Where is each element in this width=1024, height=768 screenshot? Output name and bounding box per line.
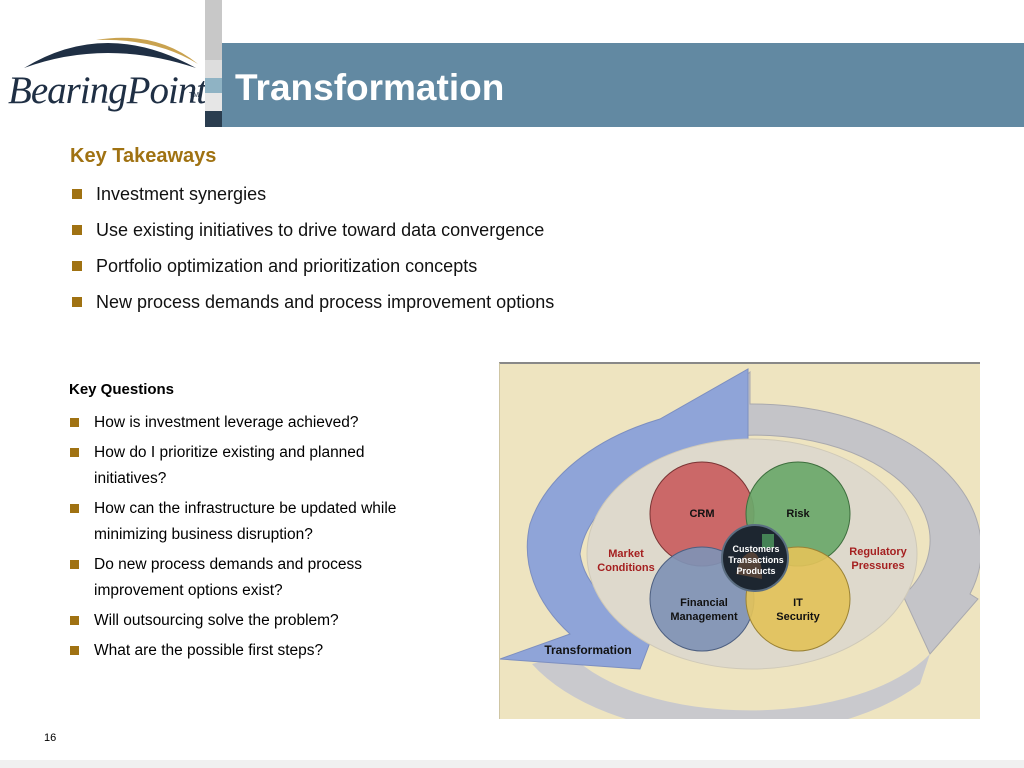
takeaway-item: Investment synergies [70, 181, 554, 217]
page-number: 16 [44, 732, 57, 744]
logo-text: BearingPoint [8, 69, 207, 112]
takeaway-item: Portfolio optimization and prioritizatio… [70, 253, 554, 289]
it-label-line1: IT [793, 597, 803, 609]
grey-cycle-arrow [659, 370, 980, 655]
questions-heading: Key Questions [69, 381, 175, 398]
takeaway-item: Use existing initiatives to drive toward… [70, 217, 554, 253]
stripe-block-2 [205, 60, 222, 78]
square-bullet-icon [72, 261, 82, 271]
square-bullet-icon [70, 616, 79, 625]
square-bullet-icon [70, 646, 79, 655]
risk-label: Risk [786, 508, 810, 520]
page-title: Transformation [235, 67, 505, 108]
transformation-diagram: CRM Risk Financial Management IT Securit… [499, 362, 980, 719]
bearingpoint-logo-swoosh [24, 37, 198, 68]
financial-label-line1: Financial [680, 597, 728, 609]
takeaway-text: Portfolio optimization and prioritizatio… [96, 256, 478, 276]
takeaway-text: Investment synergies [96, 184, 267, 204]
it-label-line2: Security [776, 611, 820, 623]
takeaways-list: Investment synergies Use existing initia… [70, 181, 554, 325]
question-text: How do I prioritize existing and planned… [94, 444, 365, 487]
stripe-block-3 [205, 78, 222, 93]
footer-strip [0, 760, 1024, 768]
question-text: Will outsourcing solve the problem? [94, 612, 339, 629]
market-conditions-line1: Market [608, 548, 644, 560]
grey-lower-arc [532, 654, 930, 719]
takeaway-text: Use existing initiatives to drive toward… [96, 220, 545, 240]
center-photo-figure [736, 552, 762, 579]
stripe-block-4 [205, 93, 222, 111]
question-text: How is investment leverage achieved? [94, 414, 359, 431]
logo-trademark: TM [189, 92, 200, 99]
square-bullet-icon [70, 560, 79, 569]
transformation-arrow-label: Transformation [544, 643, 631, 657]
questions-list: How is investment leverage achieved? How… [69, 410, 439, 668]
takeaway-text: New process demands and process improvem… [96, 292, 555, 312]
header-band: Transformation [222, 43, 1024, 127]
question-text: How can the infrastructure be updated wh… [94, 500, 397, 543]
center-photo-screen [762, 534, 774, 548]
square-bullet-icon [70, 448, 79, 457]
financial-label-line2: Management [670, 611, 738, 623]
question-text: Do new process demands and process impro… [94, 556, 362, 599]
square-bullet-icon [72, 189, 82, 199]
question-item: Do new process demands and process impro… [69, 552, 439, 604]
square-bullet-icon [70, 504, 79, 513]
square-bullet-icon [70, 418, 79, 427]
question-item: How do I prioritize existing and planned… [69, 440, 439, 492]
center-label-line2: Transactions [728, 555, 784, 565]
diagram-canvas: CRM Risk Financial Management IT Securit… [500, 368, 980, 719]
center-label-line1: Customers [732, 544, 779, 554]
regulatory-pressures-line2: Pressures [851, 560, 904, 572]
question-item: How can the infrastructure be updated wh… [69, 496, 439, 548]
takeaway-item: New process demands and process improvem… [70, 289, 554, 325]
square-bullet-icon [72, 297, 82, 307]
question-item: How is investment leverage achieved? [69, 410, 439, 436]
square-bullet-icon [72, 225, 82, 235]
market-conditions-line2: Conditions [597, 562, 654, 574]
regulatory-pressures-line1: Regulatory [849, 546, 907, 558]
center-label-line3: Products [736, 566, 775, 576]
question-item: What are the possible first steps? [69, 638, 439, 664]
question-text: What are the possible first steps? [94, 642, 324, 659]
stripe-block-1 [205, 0, 222, 60]
stripe-block-5 [205, 111, 222, 127]
takeaways-heading: Key Takeaways [70, 145, 217, 167]
crm-label: CRM [689, 508, 714, 520]
question-item: Will outsourcing solve the problem? [69, 608, 439, 634]
